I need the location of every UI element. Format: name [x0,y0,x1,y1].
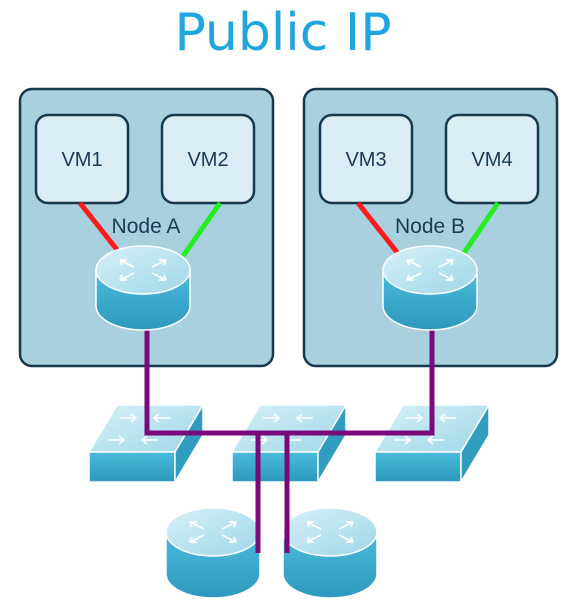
node-a: VM1 VM2 Node A [18,87,275,368]
vm2-box [160,113,256,205]
router-bottom-left-icon [165,507,261,599]
vm4-box [444,113,540,205]
vm3-link-red [356,201,402,258]
switch-right-icon [373,402,491,485]
vm4-link-green [459,201,501,258]
switch-left-icon [87,402,205,485]
vm2-label: VM2 [187,149,228,171]
router-bottom-right-icon [282,507,378,599]
vm4-label: VM4 [471,149,512,171]
router-node-a-icon [95,245,191,331]
vm3-label: VM3 [345,149,386,171]
router-node-b-icon [382,245,478,331]
vm1-label: VM1 [61,149,102,171]
vm1-link-red [78,201,124,258]
node-a-label: Node A [112,215,181,238]
node-b-label: Node B [395,215,465,238]
vm2-link-green [180,201,223,258]
vm3-box [318,113,414,205]
diagram-title: Public IP [174,3,392,63]
node-b: VM3 VM4 Node B [302,87,559,368]
